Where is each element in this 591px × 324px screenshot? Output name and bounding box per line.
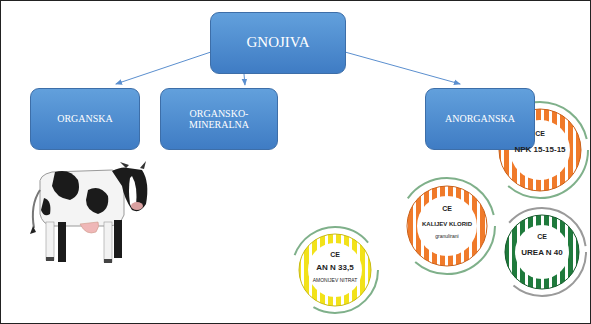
badge-text: CE	[330, 251, 340, 258]
node-label: GNOJIVA	[240, 34, 315, 51]
badge-ring	[505, 215, 579, 289]
process-box: ORGANSKA	[30, 88, 140, 150]
badge-text: KALIJEV KLORID	[422, 221, 472, 227]
node-label: ORGANSKO-MINERALNA	[161, 108, 277, 131]
badge-text: CE	[442, 205, 452, 212]
badge-ring	[299, 234, 371, 306]
badge-text: granulirani	[435, 234, 458, 239]
badge-ring	[407, 186, 487, 266]
process-box: ORGANSKO-MINERALNA	[160, 88, 278, 150]
badge-text: AMONIJEV NITRAT	[313, 278, 358, 283]
badge-face	[515, 225, 569, 279]
connector-arrow	[244, 74, 246, 85]
badge-arc	[292, 227, 378, 313]
badge-text: CE	[535, 130, 545, 137]
badge-text: CE	[537, 233, 547, 240]
connector-arrow	[116, 52, 210, 84]
badge-text: AN N 33,5	[316, 264, 353, 272]
process-box: GNOJIVA	[210, 12, 346, 74]
connector-arrow	[346, 52, 460, 84]
node-label: ANORGANSKA	[439, 113, 521, 125]
node-label: ORGANSKA	[51, 113, 119, 125]
badge-arc	[399, 178, 495, 274]
badge-face	[417, 196, 477, 256]
badge-text: NPK 15-15-15	[514, 146, 565, 154]
process-box: ANORGANSKA	[425, 88, 535, 150]
cow-illustration	[30, 161, 147, 263]
badge-face	[308, 243, 362, 297]
badge-text: UREA N 40	[521, 249, 563, 257]
badge-arc	[498, 208, 586, 296]
